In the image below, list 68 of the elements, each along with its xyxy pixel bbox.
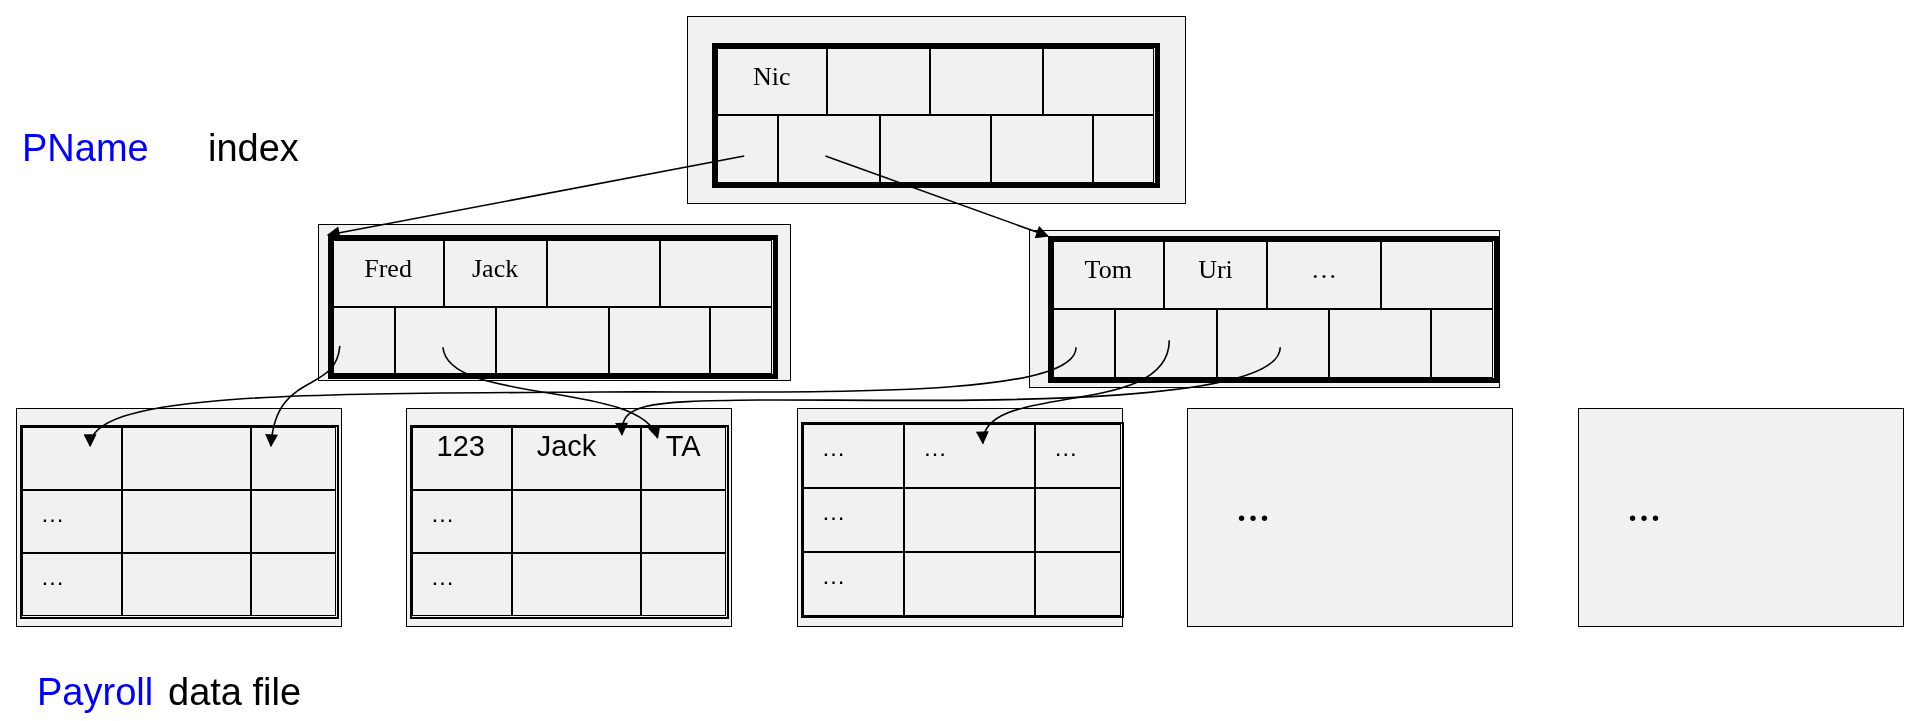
record-cell [511,489,641,554]
key-cell [660,239,773,307]
record-cell: … [802,487,904,552]
key-cell: Tom [1052,240,1164,309]
pointer-arrow [87,346,1077,448]
pointer-cell [1092,115,1155,183]
caption-label: data file [168,672,302,714]
record-cell [511,553,641,617]
record-cell [640,553,727,617]
pointer-arrow [824,155,1050,239]
data-page [1187,408,1513,627]
record-cell: … [903,423,1035,488]
pointer-cell [778,115,880,183]
record-cell: TA [640,426,727,490]
ellipsis-text: … [1236,493,1272,527]
record-cell [640,489,727,554]
key-cell [929,47,1043,115]
record-cell [250,489,337,554]
pointer-cell [1052,309,1115,378]
caption-label: index [208,128,299,170]
record-cell [250,553,337,617]
index-page [687,16,1186,204]
key-cell [546,239,661,307]
record-cell [903,487,1035,552]
record-cell [21,426,122,490]
key-cell [1380,240,1494,309]
record-cell [903,551,1035,616]
ellipsis-text: … [1627,493,1663,527]
record-cell: … [411,489,512,554]
pointer-cell [332,306,395,374]
key-cell: Fred [332,239,444,307]
record-cell: … [21,553,122,617]
file-name-label: PName [22,128,149,170]
pointer-cell [608,306,711,374]
pointer-arrow [266,345,341,448]
record-cell: … [802,423,904,488]
record-cell: … [1034,423,1122,488]
key-cell [827,47,930,115]
record-cell [1034,551,1122,616]
record-cell [121,553,251,617]
record-cell [1034,487,1122,552]
key-cell: Jack [443,239,547,307]
pointer-cell [1114,309,1217,378]
pointer-arrow [442,346,659,439]
record-cell [121,426,251,490]
pointer-cell [1329,309,1432,378]
record-cell [121,489,251,554]
record-cell: … [411,553,512,617]
pointer-cell [991,115,1093,183]
record-cell: … [21,489,122,554]
key-cell: … [1267,240,1381,309]
key-cell [1042,47,1155,115]
record-cell [250,426,337,490]
pointer-cell [394,306,497,374]
pointer-cell [879,115,992,183]
pointer-cell [496,306,609,374]
record-cell: Jack [511,426,641,490]
pointer-cell [1216,309,1330,378]
pointer-cell [710,306,773,374]
record-cell: … [802,551,904,616]
file-name-label: Payroll [37,672,154,714]
record-cell: 123 [411,426,512,490]
pointer-cell [716,115,779,183]
pointer-arrow [979,339,1171,445]
data-page [1578,408,1904,627]
key-cell: Uri [1163,240,1267,309]
key-cell: Nic [716,47,828,115]
pointer-cell [1431,309,1494,378]
